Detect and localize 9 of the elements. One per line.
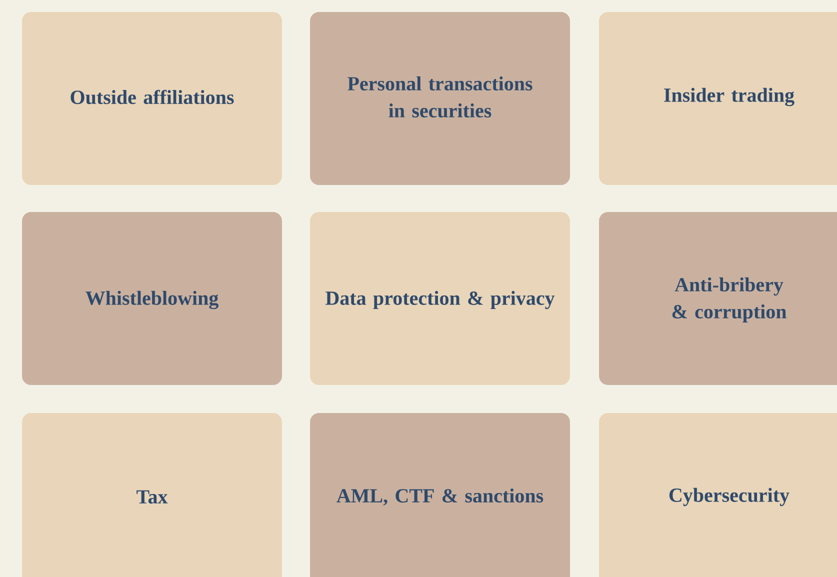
topic-card: Data protection & privacy bbox=[310, 212, 570, 385]
topic-card: Outside affiliations bbox=[22, 12, 282, 185]
topic-card: Whistleblowing bbox=[22, 212, 282, 385]
topic-card: Personal transactions in securities bbox=[310, 12, 570, 185]
topic-card: Tax bbox=[22, 412, 282, 577]
topic-card: Insider trading bbox=[599, 12, 837, 185]
topic-card: Cybersecurity bbox=[599, 412, 837, 577]
topic-card: AML, CTF & sanctions bbox=[310, 412, 570, 577]
topic-card: Anti-bribery & corruption bbox=[599, 212, 837, 385]
